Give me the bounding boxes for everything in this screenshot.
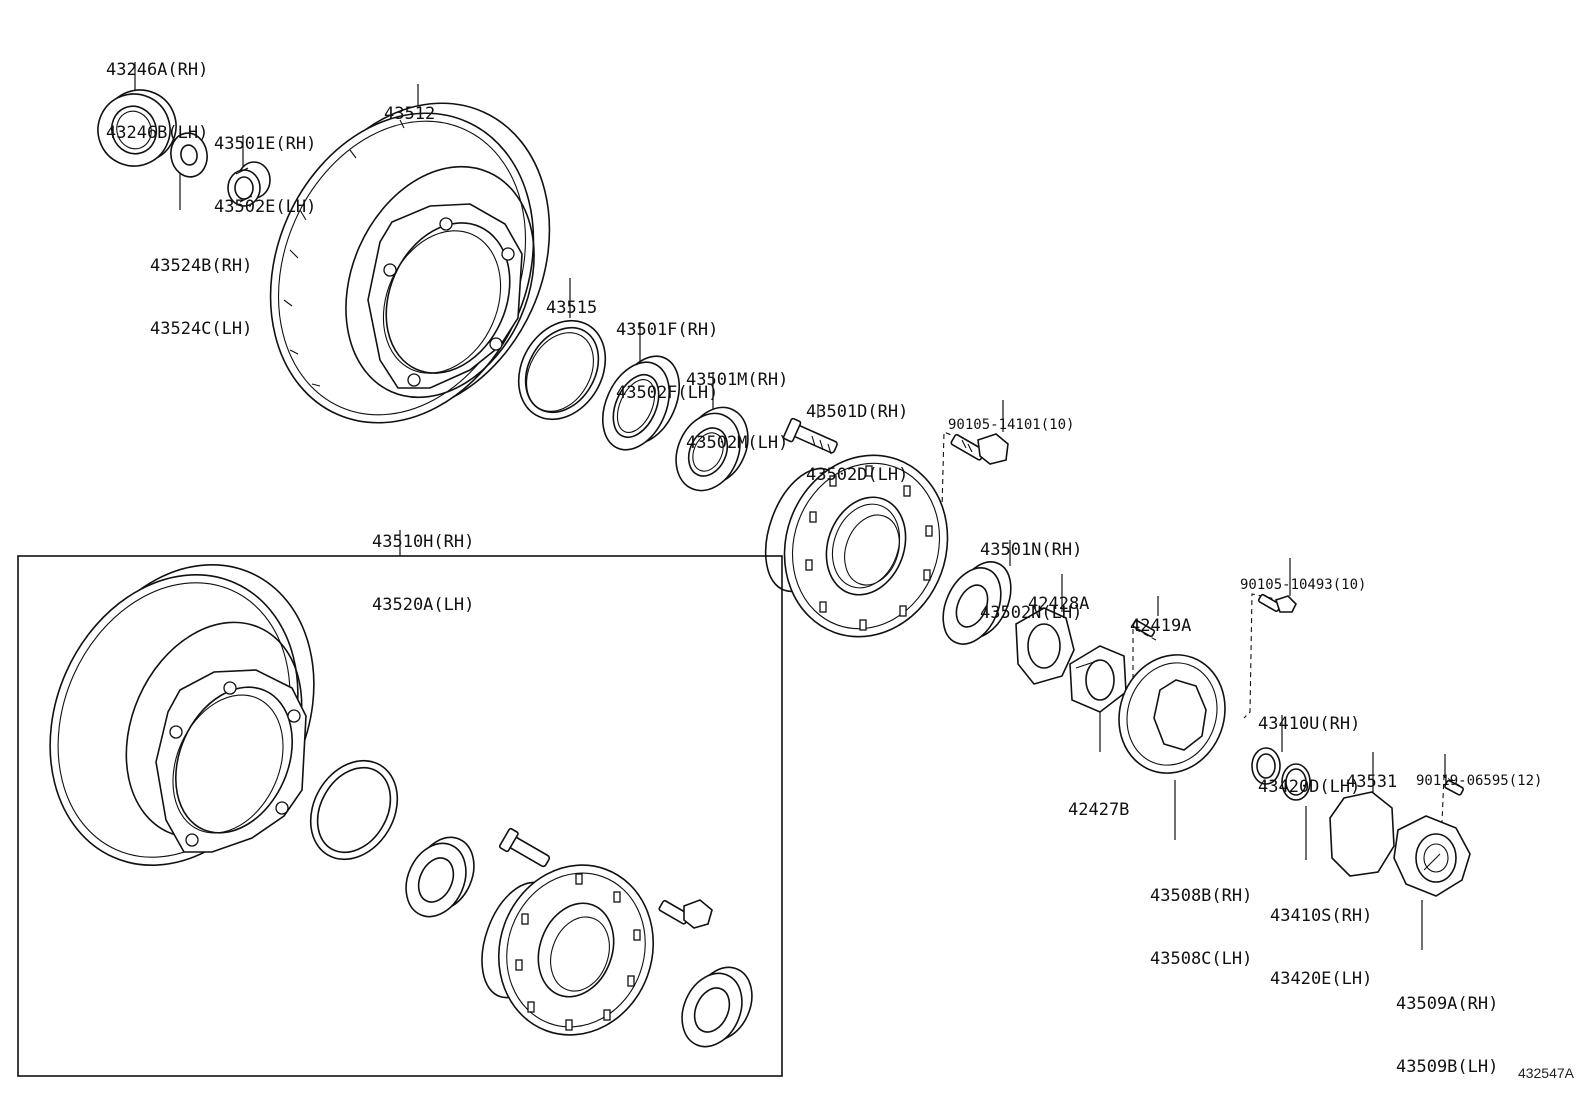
label-lock-plate: 42428A xyxy=(1028,552,1089,636)
free-wheel-hub-part xyxy=(1393,815,1471,897)
brake-rotor-part xyxy=(269,102,551,424)
label-hubcap-gasket: 43531 xyxy=(1346,730,1397,814)
label-line: 43501F(RH) xyxy=(616,320,719,340)
hub-seal-part xyxy=(602,355,680,451)
label-line: 90105-10493(10) xyxy=(1240,577,1367,593)
label-line: 43420E(LH) xyxy=(1270,969,1373,989)
label-needle-bearing: 43501E(RH) 43502E(LH) xyxy=(214,92,316,239)
outer-bearing-part xyxy=(675,406,749,492)
label-line: 43509A(RH) xyxy=(1396,994,1499,1014)
label-line: 43246A(RH) xyxy=(106,60,209,80)
label-line: 43524B(RH) xyxy=(150,256,253,276)
hubcap-gasket-part xyxy=(1329,791,1395,877)
label-line: 42428A xyxy=(1028,594,1090,614)
lock-nut-part xyxy=(1069,645,1127,713)
label-line: 43502F(LH) xyxy=(616,383,719,403)
label-line: 42419A xyxy=(1130,616,1192,636)
label-line: 90105-14101(10) xyxy=(948,417,1075,433)
label-line: 43410S(RH) xyxy=(1270,906,1373,926)
drive-flange-part xyxy=(1118,654,1226,774)
label-line: 43524C(LH) xyxy=(150,319,253,339)
label-hub-seal: 43501F(RH) 43502F(LH) xyxy=(616,278,718,425)
label-free-wheel-hub: 43509A(RH) 43509B(LH) xyxy=(1396,952,1498,1099)
label-line: 43502M(LH) xyxy=(686,433,789,453)
label-line: 43246B(LH) xyxy=(106,123,209,143)
label-hubcap-bolt: 90119-06595(12) xyxy=(1416,736,1542,808)
label-line: 43501N(RH) xyxy=(980,540,1083,560)
label-line: 43509B(LH) xyxy=(1396,1057,1499,1077)
label-snap-ring: 43410S(RH) 43420E(LH) xyxy=(1270,864,1372,1011)
label-line: 43512 xyxy=(384,104,436,124)
assembly-box xyxy=(17,555,783,1077)
label-oil-seal: 43246A(RH) 43246B(LH) xyxy=(106,18,208,165)
label-line: 43515 xyxy=(546,298,598,318)
label-line: 43501M(RH) xyxy=(686,370,789,390)
label-spacer-ring: 43410U(RH) 43420D(LH) xyxy=(1258,672,1360,819)
label-axle-hub: 43501D(RH) 43502D(LH) xyxy=(806,360,908,507)
thrust-washer-part xyxy=(170,132,208,178)
label-line: 43410U(RH) xyxy=(1258,714,1361,734)
label-line: 90119-06595(12) xyxy=(1416,773,1543,789)
label-lock-nut: 42427B xyxy=(1068,758,1129,842)
label-outer-bearing: 43501M(RH) 43502M(LH) xyxy=(686,328,788,475)
label-line: 43510H(RH) xyxy=(372,532,475,552)
lock-plate-part xyxy=(1015,607,1075,685)
label-hub-assembly: 43510H(RH) 43520A(LH) xyxy=(372,490,474,637)
spacer-ring-part xyxy=(1251,747,1281,785)
label-line: 43508B(RH) xyxy=(1150,886,1253,906)
label-line: 43520A(LH) xyxy=(372,595,475,615)
label-hub-bolt: 90105-14101(10) xyxy=(948,380,1074,452)
label-line: 43502D(LH) xyxy=(806,465,909,485)
axle-hub-part xyxy=(764,454,949,638)
label-rotor-ring: 43515 xyxy=(546,256,597,340)
needle-bearing-part xyxy=(227,161,271,207)
lock-screw-part xyxy=(1132,619,1156,638)
label-line: 43531 xyxy=(1346,772,1398,792)
label-line: 43508C(LH) xyxy=(1150,949,1253,969)
diagram-reference-number: 432547A xyxy=(1517,1065,1574,1081)
label-line: 43502E(LH) xyxy=(214,197,317,217)
label-lock-screw: 42419A xyxy=(1130,574,1191,658)
flange-bolt-part xyxy=(1257,593,1297,613)
rotor-ring-part xyxy=(517,319,607,421)
inner-bearing-part xyxy=(942,561,1012,645)
hub-stud-part xyxy=(782,417,838,455)
label-inner-bearing: 43501N(RH) 43502N(LH) xyxy=(980,498,1082,645)
label-line: 43501E(RH) xyxy=(214,134,317,154)
label-line: 43420D(LH) xyxy=(1258,777,1361,797)
label-thrust-washer: 43524B(RH) 43524C(LH) xyxy=(150,214,252,361)
label-drive-flange: 43508B(RH) 43508C(LH) xyxy=(1150,844,1252,991)
hub-bolt-part xyxy=(950,433,1009,465)
label-brake-rotor: 43512 xyxy=(384,62,435,146)
label-line: 42427B xyxy=(1068,800,1130,820)
snap-ring-part xyxy=(1281,763,1311,801)
leader-lines xyxy=(134,62,1446,950)
label-line: 43502N(LH) xyxy=(980,603,1083,623)
hubcap-bolt-part xyxy=(1444,779,1464,796)
oil-seal-part xyxy=(97,89,177,167)
label-flange-bolt: 90105-10493(10) xyxy=(1240,540,1366,612)
label-line: 43501D(RH) xyxy=(806,402,909,422)
